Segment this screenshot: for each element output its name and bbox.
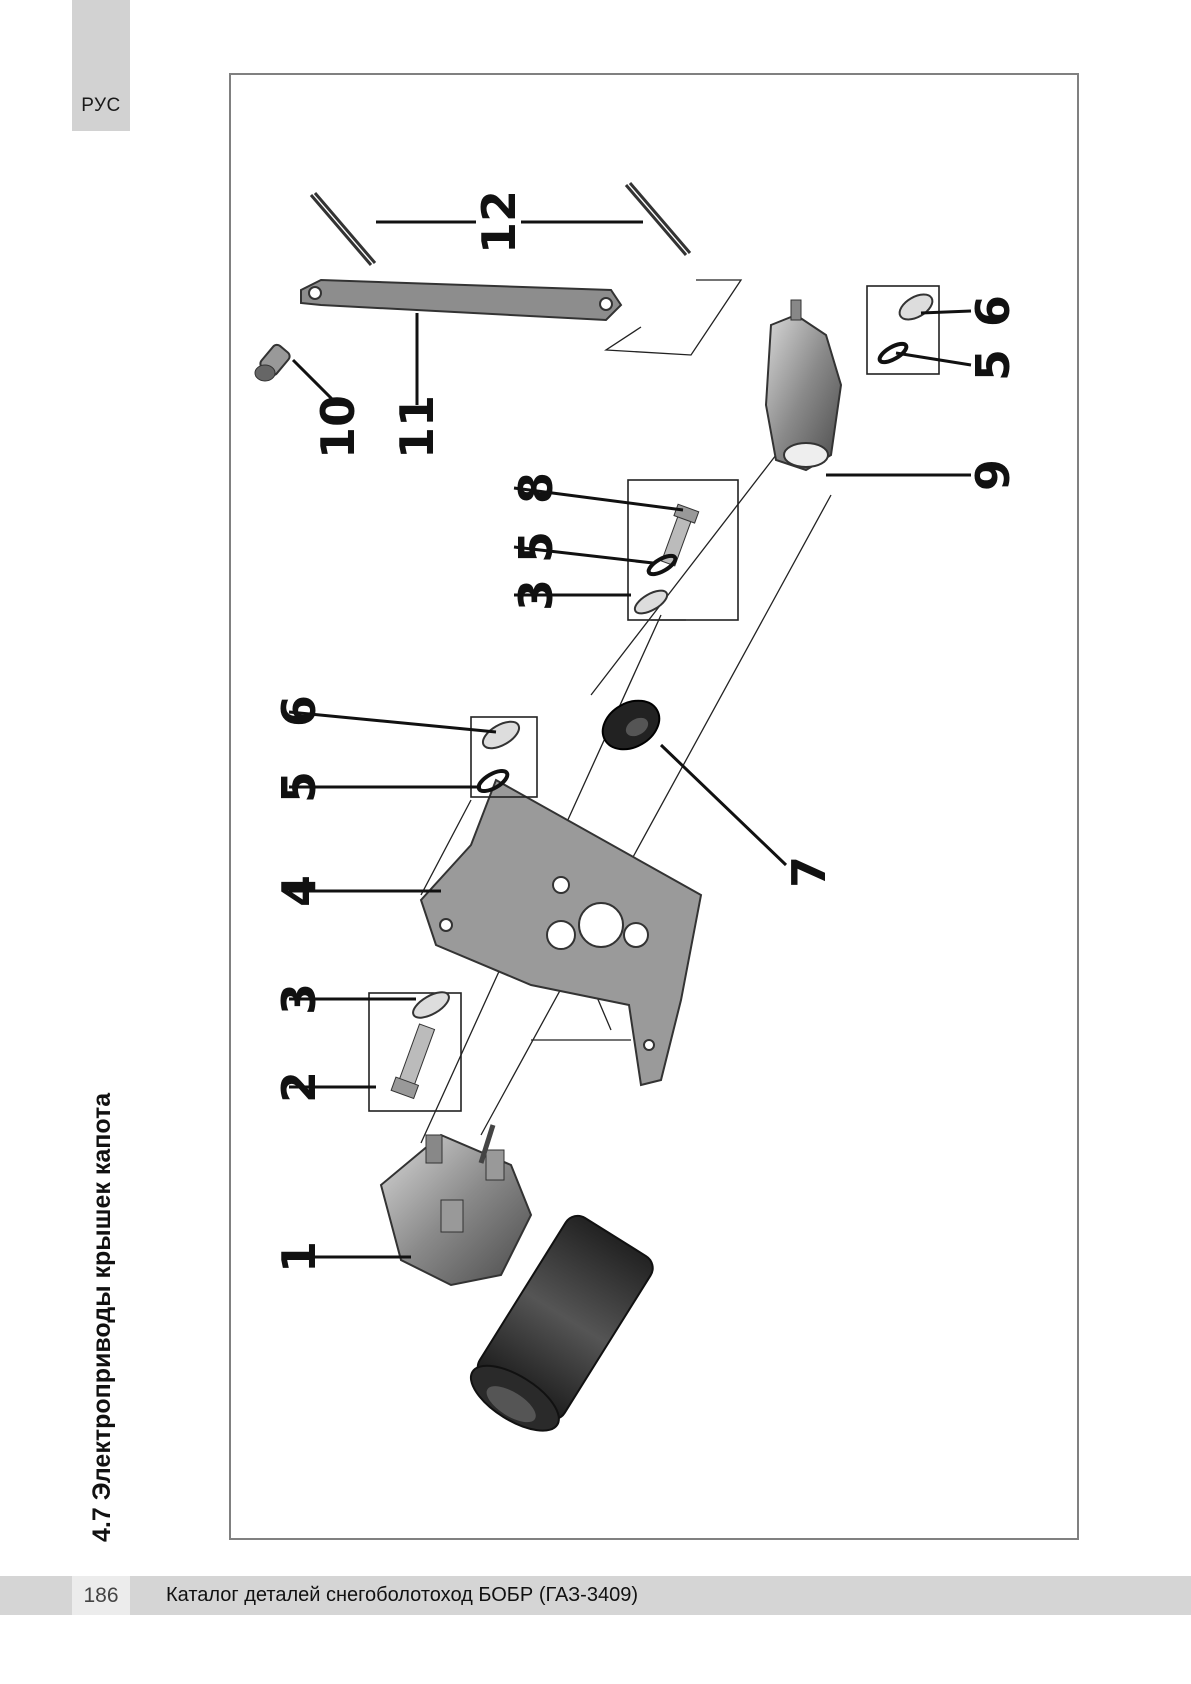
callout-2: 2	[272, 1071, 326, 1103]
callout-9: 9	[966, 459, 1020, 491]
callout-6b: 6	[966, 295, 1020, 327]
callout-5c: 5	[966, 349, 1020, 381]
callout-7: 7	[782, 856, 836, 888]
callout-3b: 3	[509, 579, 563, 611]
callout-8: 8	[509, 472, 563, 504]
callout-4: 4	[272, 875, 326, 907]
page-number: 186	[72, 1576, 130, 1615]
catalog-title: Каталог деталей снегоболотоход БОБР (ГАЗ…	[166, 1584, 638, 1606]
section-title: 4.7 Электроприводы крышек капота	[88, 1092, 116, 1542]
motor-part	[379, 1124, 654, 1432]
exploded-diagram-frame: 1 2 3 4 5 6 7 3 5 8 9 5 6 10 11 12	[229, 73, 1079, 1540]
callout-3: 3	[272, 983, 326, 1015]
callout-5: 5	[272, 771, 326, 803]
bolt-washer-group-right	[627, 479, 739, 621]
language-tab[interactable]: РУС	[72, 0, 130, 131]
lever-part	[764, 299, 843, 472]
leader-lines	[288, 220, 972, 1259]
rod-part	[300, 278, 623, 322]
callout-11: 11	[390, 395, 444, 459]
pin-part	[254, 343, 291, 382]
washer-nut-group-right	[866, 285, 940, 375]
callout-labels: 1 2 3 4 5 6 7 3 5 8 9 5 6 10 11 12	[272, 190, 1020, 1273]
language-label: РУС	[81, 95, 121, 116]
bracket-part	[419, 778, 703, 1087]
callout-12: 12	[472, 190, 526, 254]
callout-1: 1	[272, 1241, 326, 1273]
callout-6: 6	[272, 695, 326, 727]
exploded-diagram: 1 2 3 4 5 6 7 3 5 8 9 5 6 10 11 12	[254, 182, 1020, 1432]
washer-nut-group-mid	[470, 716, 538, 798]
footer-bar	[0, 1576, 1191, 1615]
grommet-part	[601, 699, 661, 751]
callout-5b: 5	[509, 531, 563, 563]
bolt-washer-group-left	[368, 991, 462, 1112]
cotter-pins-part	[309, 182, 692, 266]
callout-10: 10	[311, 395, 365, 459]
